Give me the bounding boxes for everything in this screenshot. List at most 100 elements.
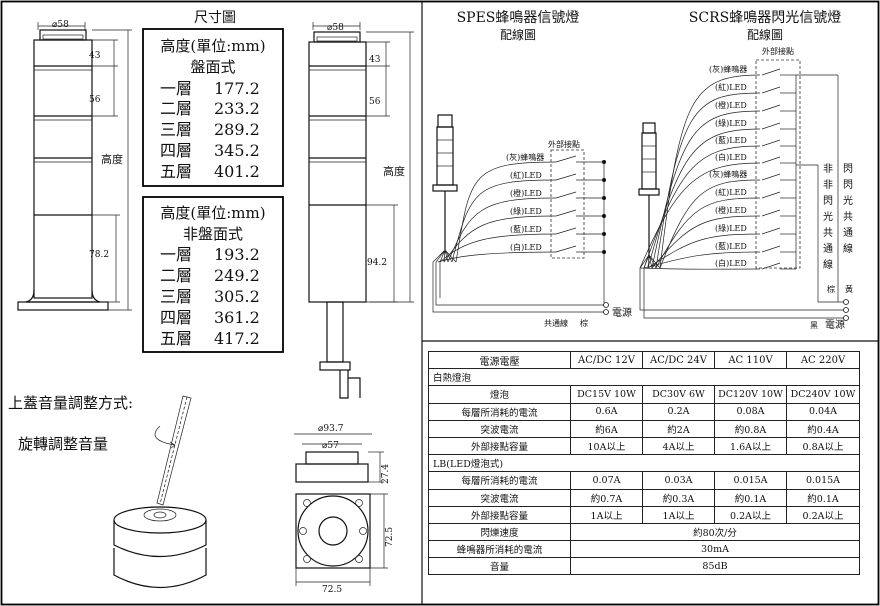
spec-header-12v: AC/DC 12V: [570, 350, 643, 370]
dim-56-b: 56: [369, 97, 381, 107]
ht1-row4-value: 345.2: [214, 141, 260, 160]
spec-cell: 0.2A: [642, 402, 715, 421]
spec-cell: 0.2A以上: [714, 505, 787, 524]
dim-274: 27.4: [381, 464, 391, 484]
ht1-subtitle: 盤面式: [190, 58, 235, 76]
ht2-row1-label: 一層: [160, 245, 192, 264]
tower-pole-mount: ⌀58 43 56 高度 94.2: [308, 22, 414, 399]
spes-brown: 棕: [580, 318, 588, 328]
spec-cell: 約0.8A: [714, 419, 787, 438]
dim-43-b: 43: [369, 55, 381, 65]
spec-cell: DC15V 10W: [570, 385, 643, 404]
dim-height-a: 高度: [101, 152, 123, 166]
ht2-row2-value: 249.2: [214, 266, 260, 285]
spec-cell: 約80次/分: [570, 522, 860, 542]
table-row: 閃爍速度 約80次/分: [428, 522, 860, 542]
dim-dia58-b: ⌀58: [327, 23, 344, 33]
scrs-nonflash-3: 閃: [823, 195, 833, 207]
ht2-row3-label: 三層: [160, 287, 192, 306]
spec-cell: 約0.1A: [714, 488, 787, 507]
scrs-nonflash-5: 共: [823, 227, 833, 239]
scrs-line-6: (白)LED: [715, 152, 747, 162]
spec-cell: 突波電流: [428, 488, 571, 507]
scrs-flash-5: 通: [843, 227, 853, 239]
dim-dia937: ⌀93.7: [318, 424, 344, 434]
dim-942: 94.2: [367, 258, 387, 268]
table-row: 蜂鳴器所消耗的電流 30mA: [428, 540, 860, 559]
height-table-2: 高度(單位:mm) 非盤面式 一層 193.2 二層 249.2 三層 305.…: [142, 196, 284, 353]
spec-cell: 0.8A以上: [786, 436, 860, 456]
spec-cell: 0.015A: [786, 471, 860, 490]
spec-cell: 約6A: [570, 419, 643, 438]
ht2-title: 高度(單位:mm): [160, 204, 265, 222]
scrs-line-12: (白)LED: [715, 258, 747, 268]
scrs-line-11: (藍)LED: [715, 241, 747, 251]
spec-cell: 約2A: [642, 419, 715, 438]
ht2-subtitle: 非盤面式: [183, 225, 243, 243]
spes-line-1: (灰)蜂鳴器: [506, 152, 544, 162]
spes-line-2: (紅)LED: [510, 170, 542, 180]
scrs-flash-4: 共: [843, 211, 853, 223]
spec-cell: 約0.1A: [786, 488, 860, 507]
ht1-row2-value: 233.2: [214, 99, 260, 118]
spec-cell: 蜂鳴器所消耗的電流: [428, 540, 571, 559]
scrs-line-8: (紅)LED: [715, 187, 747, 197]
dim-725b: 72.5: [322, 585, 342, 595]
spec-cell: DC240V 10W: [786, 385, 860, 404]
ht1-row5-value: 401.2: [214, 162, 260, 181]
table-row: 電源電壓 AC/DC 12V AC/DC 24V AC 110V AC 220V: [428, 350, 860, 370]
ht1-row2-label: 二層: [160, 99, 192, 118]
spec-cell: 0.07A: [570, 471, 643, 490]
scrs-flash-2: 閃: [843, 179, 853, 191]
height-table-1: 高度(單位:mm) 盤面式 一層 177.2 二層 233.2 三層 289.2…: [142, 28, 284, 187]
tower-panel-mount: ⌀58 43 56 高度 78.2: [17, 20, 132, 311]
spec-cell: 0.03A: [642, 471, 715, 490]
spes-title1: SPES蜂鳴器信號燈: [457, 10, 580, 26]
spec-cell: 1A以上: [570, 505, 643, 524]
table-row: 白熱燈泡: [428, 368, 860, 387]
spec-cell: 約0.4A: [786, 419, 860, 438]
buzzer-dim-drawing: ⌀93.7 ⌀57 27.4 72.5 72.5: [294, 424, 395, 595]
spec-cell: 0.6A: [570, 402, 643, 421]
spec-cell: DC30V 6W: [642, 385, 715, 404]
table-row: 外部接點容量 1A以上 1A以上 0.2A以上 0.2A以上: [428, 505, 860, 524]
dim-dia57: ⌀57: [322, 441, 339, 451]
scrs-line-1: (灰)蜂鳴器: [709, 64, 747, 74]
dim-56-a: 56: [89, 95, 101, 105]
table-row: 每層所消耗的電流 0.6A 0.2A 0.08A 0.04A: [428, 402, 860, 421]
scrs-black: 黑: [810, 321, 818, 330]
spec-cell: 1A以上: [642, 505, 715, 524]
scrs-brown: 棕: [827, 284, 835, 294]
spec-cell: 4A以上: [642, 436, 715, 456]
table-row: 燈泡 DC15V 10W DC30V 6W DC120V 10W DC240V …: [428, 385, 860, 404]
scrs-line-4: (綠)LED: [715, 118, 747, 128]
spec-cell: 音量: [428, 557, 571, 576]
ht1-title: 高度(單位:mm): [160, 37, 265, 55]
spes-external: 外部接點: [548, 139, 580, 149]
spec-cell: 每層所消耗的電流: [428, 471, 571, 490]
ht2-row3-value: 305.2: [214, 287, 260, 306]
spec-cell: 1.6A以上: [714, 436, 787, 456]
scrs-nonflash-7: 線: [823, 258, 833, 271]
spec-cell: 突波電流: [428, 419, 571, 438]
diagram-title: 尺寸圖: [194, 10, 236, 26]
scrs-power: 電源: [825, 318, 845, 331]
ht2-row1-value: 193.2: [214, 245, 260, 264]
spec-section-led: LB(LED燈泡式): [428, 454, 860, 473]
ht2-row5-value: 417.2: [214, 329, 260, 348]
spec-cell: 約0.3A: [642, 488, 715, 507]
scrs-line-2: (紅)LED: [715, 82, 747, 92]
scrs-switches: [761, 68, 849, 321]
scrs-line-7: (灰)蜂鳴器: [709, 169, 747, 179]
spec-table: 電源電壓 AC/DC 12V AC/DC 24V AC 110V AC 220V…: [428, 350, 860, 576]
scrs-yellow: 黃: [845, 284, 853, 294]
spes-line-4: (綠)LED: [510, 206, 542, 216]
ht1-row1-value: 177.2: [214, 79, 260, 98]
spec-cell: 約0.7A: [570, 488, 643, 507]
scrs-nonflash-2: 非: [823, 179, 833, 191]
table-row: LB(LED燈泡式): [428, 454, 860, 473]
ht2-row4-value: 361.2: [214, 308, 260, 327]
table-row: 每層所消耗的電流 0.07A 0.03A 0.015A 0.015A: [428, 471, 860, 490]
scrs-nonflash-4: 光: [823, 210, 833, 223]
